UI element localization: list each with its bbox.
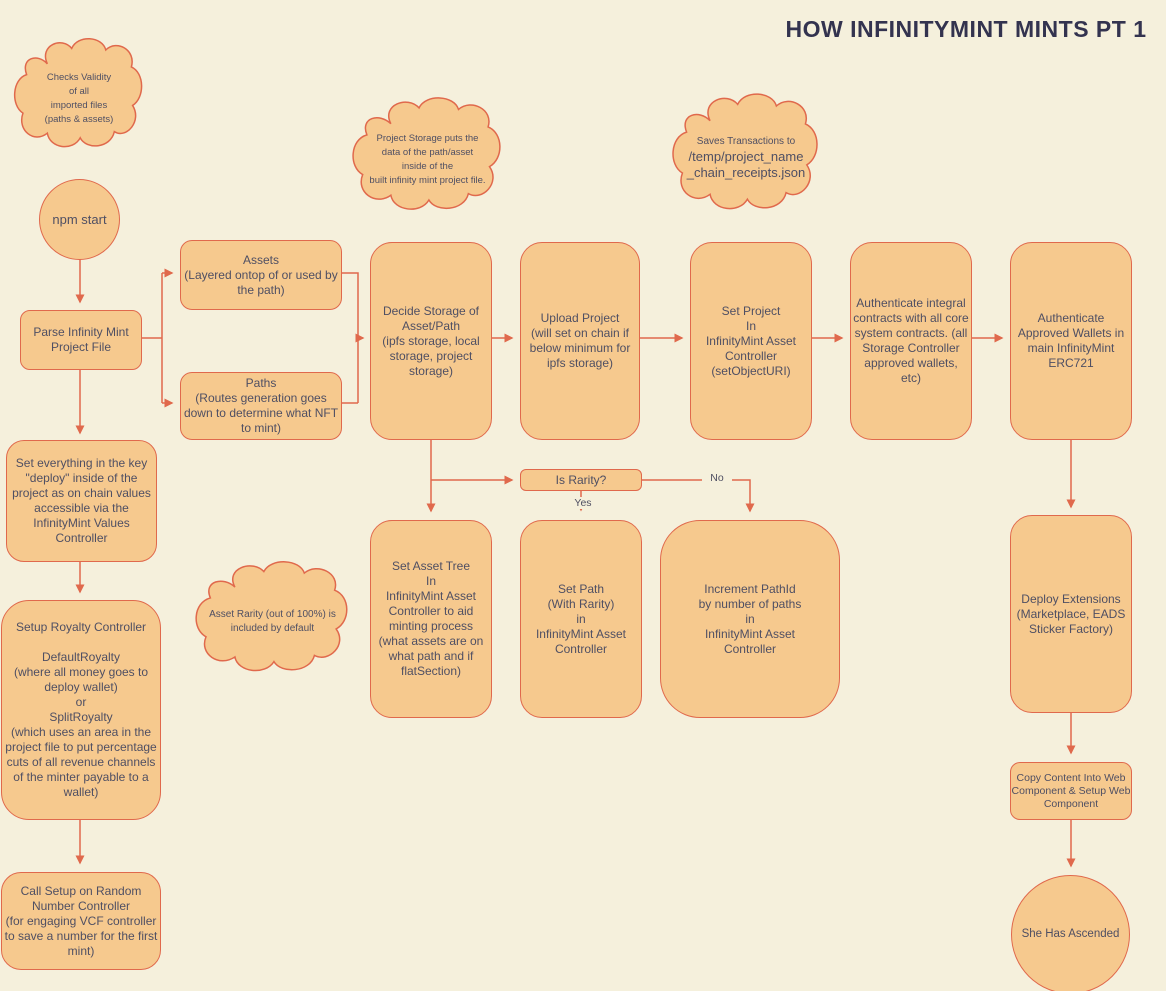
cloud-checks-validity-text: Checks Validity of all imported files (p… bbox=[44, 71, 114, 125]
cloud-shape-icon bbox=[350, 92, 505, 227]
cloud-asset-rarity: Asset Rarity (out of 100%) is included b… bbox=[193, 556, 352, 688]
cloud-shape-icon bbox=[670, 88, 822, 227]
node-copy-content-web-component: Copy Content Into Web Component & Setup … bbox=[1010, 762, 1132, 820]
node-random-number-controller: Call Setup on Random Number Controller (… bbox=[1, 872, 161, 970]
saves-transactions-path: /temp/project_name _chain_receipts.json bbox=[686, 148, 806, 180]
cloud-checks-validity: Checks Validity of all imported files (p… bbox=[12, 33, 146, 164]
node-set-path: Set Path (With Rarity) in InfinityMint A… bbox=[520, 520, 642, 718]
page-title: HOW INFINITYMINT MINTS PT 1 bbox=[785, 16, 1147, 42]
node-she-has-ascended: She Has Ascended bbox=[1011, 875, 1130, 991]
cloud-saves-transactions: Saves Transactions to /temp/project_name… bbox=[670, 88, 822, 227]
cloud-project-storage: Project Storage puts the data of the pat… bbox=[350, 92, 505, 227]
node-npm-start: npm start bbox=[39, 179, 120, 260]
node-set-project: Set Project In InfinityMint Asset Contro… bbox=[690, 242, 812, 440]
node-upload-project: Upload Project (will set on chain if bel… bbox=[520, 242, 640, 440]
node-setup-royalty-controller: Setup Royalty Controller DefaultRoyalty … bbox=[1, 600, 161, 820]
cloud-saves-transactions-text: Saves Transactions to /temp/project_name… bbox=[679, 88, 813, 227]
saves-transactions-label: Saves Transactions to bbox=[696, 135, 796, 147]
cloud-shape-icon bbox=[12, 33, 146, 164]
node-authenticate-integral-contracts: Authenticate integral contracts with all… bbox=[850, 242, 972, 440]
cloud-project-storage-text: Project Storage puts the data of the pat… bbox=[369, 132, 486, 186]
node-set-asset-tree: Set Asset Tree In InfinityMint Asset Con… bbox=[370, 520, 492, 718]
cloud-asset-rarity-text: Asset Rarity (out of 100%) is included b… bbox=[209, 609, 336, 634]
edge-label-yes: Yes bbox=[567, 497, 599, 509]
node-deploy-extensions: Deploy Extensions (Marketplace, EADS Sti… bbox=[1010, 515, 1132, 713]
node-paths: Paths (Routes generation goes down to de… bbox=[180, 372, 342, 440]
node-authenticate-approved-wallets: Authenticate Approved Wallets in main In… bbox=[1010, 242, 1132, 440]
node-parse-project-file: Parse Infinity Mint Project File bbox=[20, 310, 142, 370]
node-set-deploy-values: Set everything in the key "deploy" insid… bbox=[6, 440, 157, 562]
node-decide-storage: Decide Storage of Asset/Path (ipfs stora… bbox=[370, 242, 492, 440]
node-assets: Assets (Layered ontop of or used by the … bbox=[180, 240, 342, 310]
cloud-shape-icon bbox=[193, 556, 352, 688]
node-is-rarity-decision: Is Rarity? bbox=[520, 469, 642, 491]
node-increment-pathid: Increment PathId by number of paths in I… bbox=[660, 520, 840, 718]
edge-label-no: No bbox=[702, 472, 732, 484]
